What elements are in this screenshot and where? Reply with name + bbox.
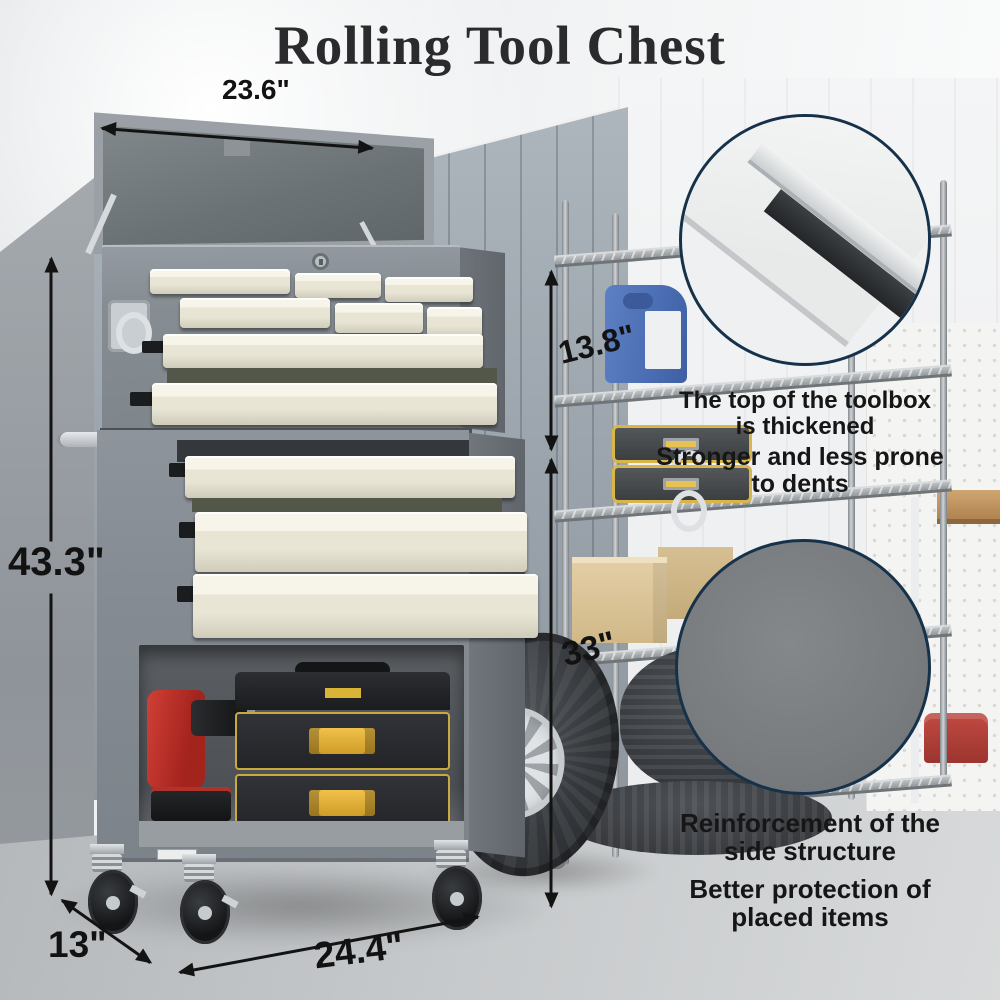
top-feature-note: The top of the toolbox is thickened <box>645 388 965 439</box>
cabinet-drawer <box>195 512 527 572</box>
caster-wheel <box>174 854 244 954</box>
cabinet-drawer <box>185 456 515 498</box>
note-line: placed items <box>731 901 889 932</box>
drawer-cavity <box>167 368 497 384</box>
caster-mount <box>434 840 468 850</box>
jug-label <box>645 311 681 369</box>
caster-spring <box>436 850 466 868</box>
wheel-hub <box>198 906 212 920</box>
small-drawer <box>335 303 423 333</box>
lock-keyhole <box>312 253 329 270</box>
caster-spring <box>184 864 214 882</box>
rack-pole <box>612 213 619 858</box>
yellow-organizer-box <box>612 465 752 532</box>
toolbox-drawer-grip <box>309 790 375 816</box>
note-line: is thickened <box>735 412 875 440</box>
top-benefit-note: Stronger and less prone to dents <box>630 444 970 498</box>
top-chest-front <box>102 245 497 430</box>
cabinet-drawer <box>193 574 538 638</box>
caster-spring <box>92 854 122 872</box>
thickened-top-callout <box>679 114 931 366</box>
chest-lid-inner <box>103 125 424 245</box>
wide-drawer <box>163 334 483 368</box>
lid-width-label: 23.6" <box>222 74 290 105</box>
total-height-label: 43.3" <box>8 540 105 584</box>
red-cart <box>924 713 988 763</box>
small-drawer <box>180 298 330 328</box>
total-height-arrow-top <box>49 258 53 542</box>
small-drawer <box>427 307 482 337</box>
total-height-arrow-bottom <box>49 593 53 895</box>
toolbox-lid <box>235 672 450 710</box>
yellow-organizer-box <box>612 425 752 492</box>
caster-mount <box>90 844 124 854</box>
note-line: side structure <box>724 835 896 866</box>
open-storage-bay <box>139 645 464 847</box>
lid-handle-notch <box>224 138 250 156</box>
wheel-hub <box>450 892 464 906</box>
note-line: Better protection of <box>689 874 931 904</box>
cardboard-box <box>572 557 667 643</box>
toolbox-drawer <box>235 712 450 770</box>
note-line: The top of the toolbox <box>679 387 931 414</box>
small-drawer <box>385 277 473 302</box>
chest-height-arrow <box>549 271 553 450</box>
note-line: Stronger and less prone <box>656 443 944 471</box>
portable-toolbox <box>235 662 450 840</box>
toolbox-logo <box>325 688 361 698</box>
note-line: to dents <box>751 469 849 498</box>
caster-mount <box>182 854 216 864</box>
depth-label: 13" <box>48 924 107 965</box>
cabinet-height-arrow <box>549 459 553 907</box>
blue-jug <box>605 285 687 383</box>
bay-floor <box>139 821 464 847</box>
side-structure-callout <box>675 539 931 795</box>
note-line: Reinforcement of the <box>679 808 941 838</box>
side-feature-note: Reinforcement of the side structure <box>655 808 965 866</box>
wheel-hub <box>106 896 120 910</box>
small-drawer <box>150 269 290 294</box>
cabinet-front <box>97 430 538 862</box>
jug-handle <box>623 293 653 309</box>
box-latch <box>663 478 707 532</box>
wide-drawer <box>152 383 497 425</box>
drawer-cavity <box>192 498 502 512</box>
side-benefit-note: Better protection of placed items <box>655 874 965 932</box>
rack-pole <box>562 200 569 865</box>
drill-battery <box>151 787 231 821</box>
workbench-top <box>937 490 1000 524</box>
small-drawer <box>295 273 381 298</box>
page-title: Rolling Tool Chest <box>273 15 726 76</box>
toolbox-drawer-grip <box>309 728 375 754</box>
